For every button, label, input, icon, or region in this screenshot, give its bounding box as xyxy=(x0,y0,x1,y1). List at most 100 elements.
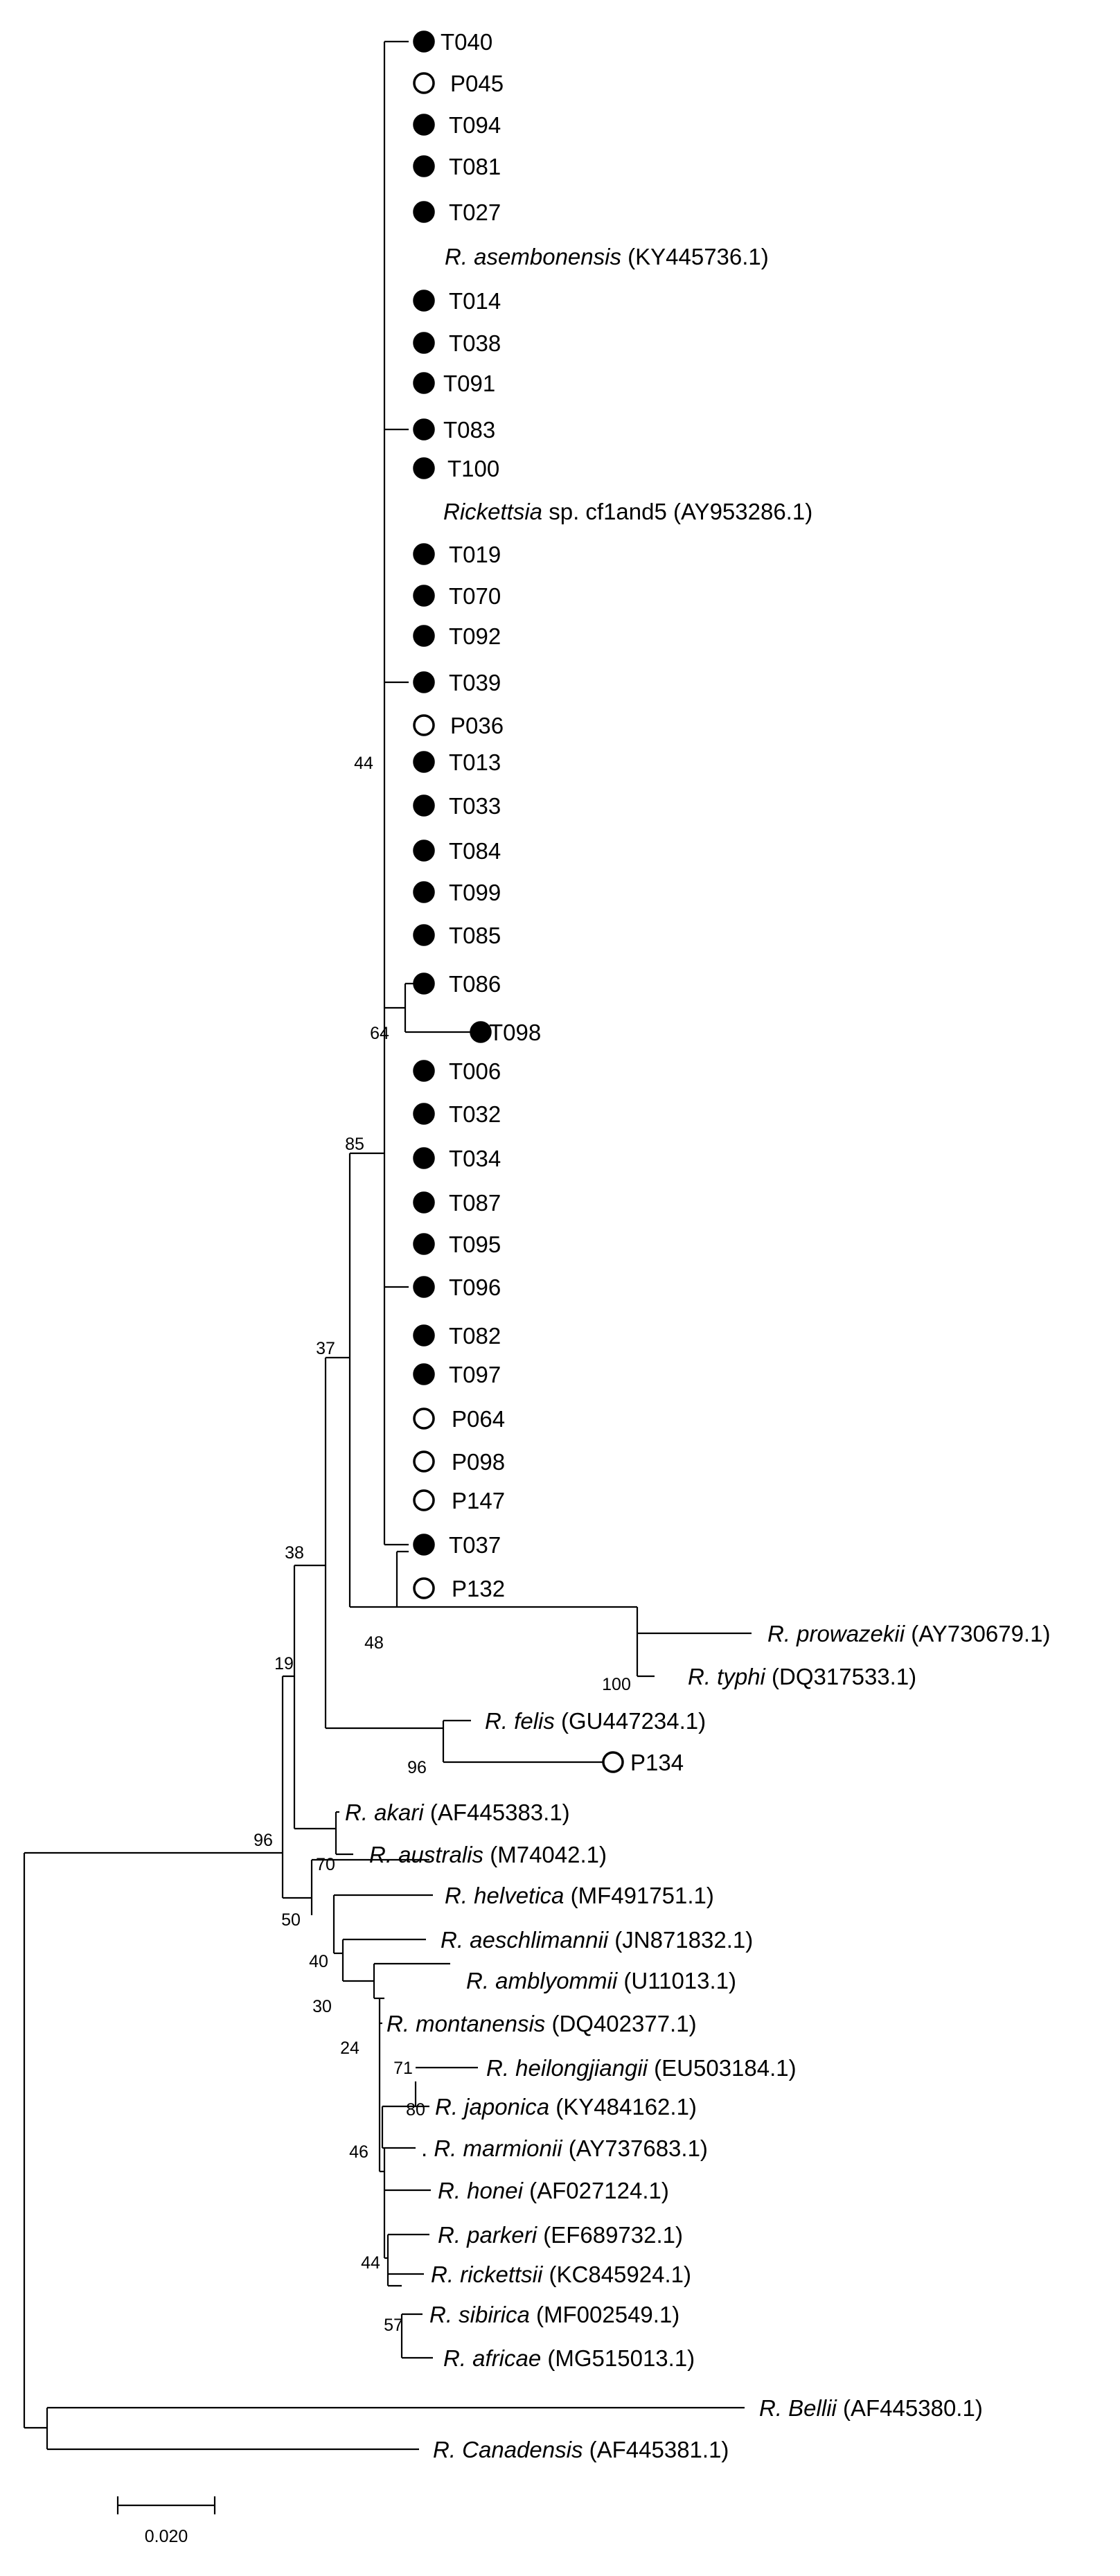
tip-marker-filled xyxy=(413,30,435,53)
accession-number: (KY445736.1) xyxy=(621,244,769,269)
tip-marker-filled xyxy=(413,201,435,223)
tip-label-rickettsii: R. rickettsii (KC845924.1) xyxy=(431,2262,691,2287)
tip-label-t083: T083 xyxy=(443,417,495,443)
tip-marker-filled xyxy=(413,1191,435,1214)
accession-number: (MF002549.1) xyxy=(530,2302,679,2327)
tip-label-helvetica: R. helvetica (MF491751.1) xyxy=(445,1883,714,1908)
tip-marker-open xyxy=(413,714,435,736)
tip-marker-open xyxy=(413,1489,435,1511)
scale-bar: 0.020 xyxy=(116,2496,216,2546)
species-name: R. akari xyxy=(345,1800,425,1825)
tip-marker-open xyxy=(413,1407,435,1430)
accession-number: (DQ317533.1) xyxy=(765,1664,916,1689)
species-name: R. rickettsii xyxy=(431,2262,544,2287)
bootstrap-value: 38 xyxy=(285,1543,304,1563)
bootstrap-value: 50 xyxy=(281,1910,301,1930)
tip-label-t087: T087 xyxy=(449,1190,501,1216)
tip-label-t098: T098 xyxy=(489,1020,541,1045)
accession-number: (AY737683.1) xyxy=(562,2135,708,2161)
tip-label-p147: P147 xyxy=(452,1488,505,1513)
tip-label-heilongjiangii: R. heilongjiangii (EU503184.1) xyxy=(486,2055,797,2081)
tip-marker-filled xyxy=(413,1103,435,1125)
bootstrap-value: 24 xyxy=(340,2038,359,2058)
tip-marker-filled xyxy=(413,625,435,647)
tip-marker-filled xyxy=(413,1147,435,1169)
tip-marker-open xyxy=(413,1577,435,1599)
tip-label-typhi: R. typhi (DQ317533.1) xyxy=(688,1664,916,1689)
accession-number: (GU447234.1) xyxy=(555,1708,706,1734)
bootstrap-value: 96 xyxy=(407,1758,427,1777)
tip-marker-filled xyxy=(413,881,435,903)
tip-label-t027: T027 xyxy=(449,199,501,225)
tip-label-montanensis: R. montanensis (DQ402377.1) xyxy=(386,2011,697,2036)
tip-label-t039: T039 xyxy=(449,670,501,695)
bootstrap-value: 57 xyxy=(384,2316,403,2335)
tip-label-australis: R. australis (M74042.1) xyxy=(369,1842,607,1867)
tip-marker-filled xyxy=(413,1060,435,1082)
tip-label-t013: T013 xyxy=(449,749,501,775)
tip-marker-filled xyxy=(413,1233,435,1255)
species-name: R. australis xyxy=(369,1842,483,1867)
tip-label-p036: P036 xyxy=(450,713,504,738)
tip-marker-filled xyxy=(413,585,435,607)
tip-label-prowazekii: R. prowazekii (AY730679.1) xyxy=(767,1621,1050,1646)
tip-label-t037: T037 xyxy=(449,1532,501,1558)
tip-marker-filled xyxy=(413,543,435,565)
tip-label-t085: T085 xyxy=(449,923,501,948)
species-name: R. parkeri xyxy=(438,2222,538,2248)
accession-number: (DQ402377.1) xyxy=(545,2011,696,2036)
tip-label-africae: R. africae (MG515013.1) xyxy=(443,2345,695,2371)
tip-label-t038: T038 xyxy=(449,330,501,356)
tip-label-t094: T094 xyxy=(449,112,501,138)
species-name: R. helvetica xyxy=(445,1883,564,1908)
tip-label-t095: T095 xyxy=(449,1232,501,1257)
accession-number: (AF445383.1) xyxy=(424,1800,570,1825)
tip-marker-filled xyxy=(413,1363,435,1385)
bootstrap-value: 46 xyxy=(349,2142,368,2162)
species-name: R. sibirica xyxy=(429,2302,530,2327)
tip-marker-open xyxy=(413,1450,435,1473)
bootstrap-value: 44 xyxy=(361,2253,380,2273)
tip-label-japonica: R. japonica (KY484162.1) xyxy=(435,2094,697,2120)
species-name: R. Canadensis xyxy=(433,2437,583,2462)
tree-branches xyxy=(23,40,752,2451)
species-name: R. typhi xyxy=(688,1664,767,1689)
tip-label-t096: T096 xyxy=(449,1274,501,1300)
tip-marker-filled xyxy=(413,372,435,394)
bootstrap-value: 48 xyxy=(364,1633,384,1653)
scale-bar-label: 0.020 xyxy=(145,2527,188,2546)
species-name: R. montanensis xyxy=(386,2011,545,2036)
bootstrap-value: 64 xyxy=(370,1024,389,1043)
tip-marker-open xyxy=(413,72,435,94)
bootstrap-value: 100 xyxy=(602,1675,631,1694)
tip-label-p045: P045 xyxy=(450,71,504,96)
accession-number: (EF689732.1) xyxy=(537,2222,683,2248)
tip-marker-open xyxy=(602,1751,624,1773)
species-name: R. amblyommii xyxy=(466,1968,619,1993)
tip-markers xyxy=(413,30,624,1773)
accession-number: (M74042.1) xyxy=(483,1842,607,1867)
tip-label-t099: T099 xyxy=(449,880,501,905)
tip-marker-filled xyxy=(413,418,435,441)
tip-marker-filled xyxy=(413,840,435,862)
species-name: R. heilongjiangii xyxy=(486,2055,649,2081)
tip-label-t086: T086 xyxy=(449,971,501,997)
tip-marker-filled xyxy=(413,924,435,946)
tip-label-p098: P098 xyxy=(452,1449,505,1475)
tip-label-p132: P132 xyxy=(452,1576,505,1601)
bootstrap-value: 71 xyxy=(393,2059,413,2078)
species-name: R. Bellii xyxy=(759,2395,838,2421)
accession-number: (MF491751.1) xyxy=(564,1883,713,1908)
tip-marker-filled xyxy=(413,457,435,479)
tip-marker-filled xyxy=(413,1534,435,1556)
accession-number: (AF445381.1) xyxy=(583,2437,729,2462)
accession-number: (KY484162.1) xyxy=(549,2094,697,2120)
species-name: Rickettsia xyxy=(443,499,542,524)
tip-label-honei: R. honei (AF027124.1) xyxy=(438,2178,669,2203)
accession-number: (AY730679.1) xyxy=(905,1621,1050,1646)
tip-label-marmionii: . R. marmionii (AY737683.1) xyxy=(421,2135,708,2161)
tip-label-t034: T034 xyxy=(449,1146,501,1171)
tip-label-felis: R. felis (GU447234.1) xyxy=(485,1708,706,1734)
tip-label-canadensis: R. Canadensis (AF445381.1) xyxy=(433,2437,729,2462)
